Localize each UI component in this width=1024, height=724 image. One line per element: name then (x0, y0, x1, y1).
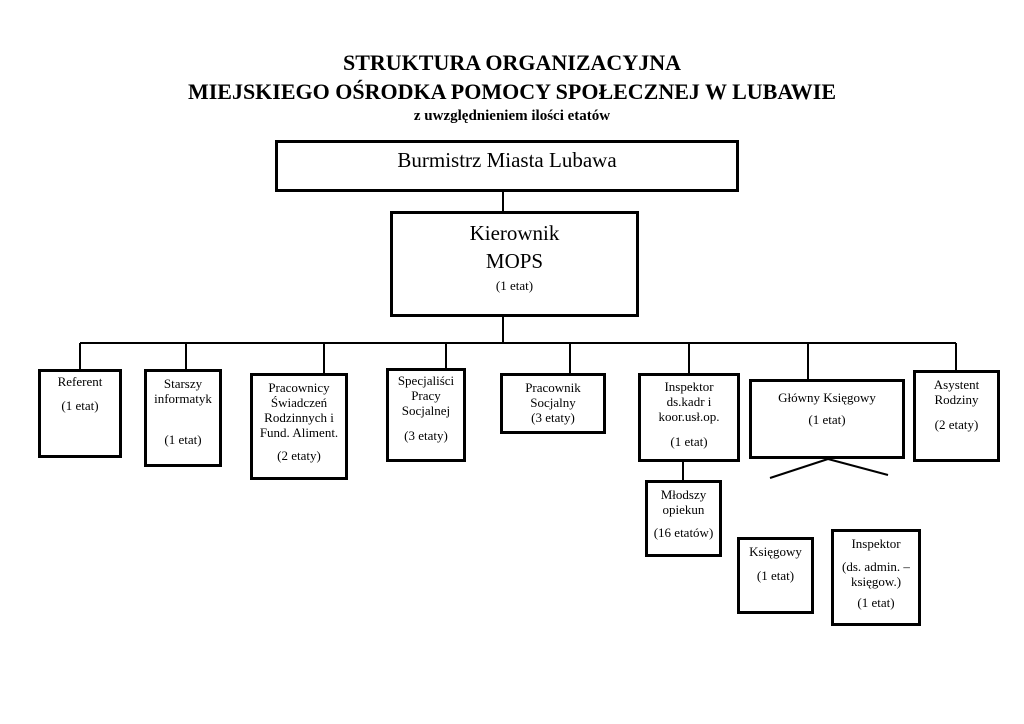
glowny-ksiegowy-etat: (1 etat) (808, 412, 846, 427)
mlodszy-label-2: opiekun (662, 502, 705, 517)
connector-glowny-down-left (769, 458, 829, 479)
inspektor-admin-label-3: księgow.) (850, 574, 902, 589)
asystent-label-2: Rodziny (934, 392, 979, 407)
inspektor-kadr-label-3: koor.usł.op. (658, 409, 720, 424)
inspektor-admin-label-2: (ds. admin. – (842, 559, 910, 574)
burmistrz-label: Burmistrz Miasta Lubawa (397, 148, 617, 172)
pracownik-label-1: Pracownik (525, 380, 581, 395)
ksiegowy-box: Księgowy (1 etat) (737, 537, 814, 614)
ksiegowy-etat: (1 etat) (756, 568, 795, 583)
specjalisci-label-3: Socjalnej (401, 403, 451, 418)
pracownik-socjalny-box: Pracownik Socjalny (3 etaty) (500, 373, 606, 434)
ksiegowy-label: Księgowy (749, 544, 802, 559)
chart-title-line-2: MIEJSKIEGO OŚRODKA POMOCY SPOŁECZNEJ W L… (187, 79, 837, 104)
glowny-ksiegowy-label: Główny Księgowy (778, 390, 876, 405)
burmistrz-box: Burmistrz Miasta Lubawa (275, 140, 739, 192)
glowny-ksiegowy-box: Główny Księgowy (1 etat) (749, 379, 905, 459)
swiadczenia-label-4: Fund. Aliment. (259, 425, 339, 440)
referent-box: Referent (1 etat) (38, 369, 122, 458)
pracownik-label-2: Socjalny (530, 395, 576, 410)
mlodszy-etat: (16 etatów) (653, 525, 714, 540)
informatyk-label-1: Starszy (163, 376, 203, 391)
mlodszy-label-1: Młodszy (660, 487, 707, 502)
informatyk-etat: (1 etat) (164, 432, 202, 447)
informatyk-label-2: informatyk (154, 391, 212, 406)
specjalisci-label-2: Pracy (411, 388, 441, 403)
asystent-rodziny-box: Asystent Rodziny (2 etaty) (913, 370, 1000, 462)
kierownik-mops-label: MOPS (485, 249, 544, 273)
kierownik-label: Kierownik (469, 221, 560, 245)
inspektor-kadr-label-1: Inspektor (664, 379, 714, 394)
swiadczenia-label-2: Świadczeń (270, 395, 328, 410)
inspektor-admin-box: Inspektor (ds. admin. – księgow.) (1 eta… (831, 529, 921, 626)
swiadczenia-label-3: Rodzinnych i (264, 410, 334, 425)
inspektor-admin-label-1: Inspektor (851, 536, 901, 551)
swiadczenia-box: Pracownicy Świadczeń Rodzinnych i Fund. … (250, 373, 348, 480)
inspektor-kadr-etat: (1 etat) (670, 434, 708, 449)
inspektor-kadr-box: Inspektor ds.kadr i koor.usł.op. (1 etat… (638, 373, 740, 462)
swiadczenia-etat: (2 etaty) (277, 448, 321, 463)
inspektor-kadr-label-2: ds.kadr i (666, 394, 712, 409)
chart-subtitle: z uwzględnieniem ilości etatów (413, 108, 611, 124)
informatyk-box: Starszy informatyk (1 etat) (144, 369, 222, 467)
asystent-label-1: Asystent (933, 377, 980, 392)
specjalisci-label-1: Specjaliści (397, 373, 455, 388)
pracownik-etat: (3 etaty) (531, 410, 575, 425)
referent-label: Referent (57, 374, 103, 389)
specjalisci-box: Specjaliści Pracy Socjalnej (3 etaty) (386, 368, 466, 462)
swiadczenia-label-1: Pracownicy (268, 380, 330, 395)
connector-glowny-down-right (827, 458, 889, 476)
referent-etat: (1 etat) (61, 398, 99, 413)
kierownik-box: Kierownik MOPS (1 etat) (390, 211, 639, 317)
inspektor-admin-etat: (1 etat) (857, 595, 895, 610)
mlodszy-opiekun-box: Młodszy opiekun (16 etatów) (645, 480, 722, 557)
specjalisci-etat: (3 etaty) (404, 428, 448, 443)
asystent-etat: (2 etaty) (934, 417, 979, 432)
chart-title-line-1: STRUKTURA ORGANIZACYJNA (343, 50, 681, 75)
kierownik-etat: (1 etat) (495, 278, 534, 293)
